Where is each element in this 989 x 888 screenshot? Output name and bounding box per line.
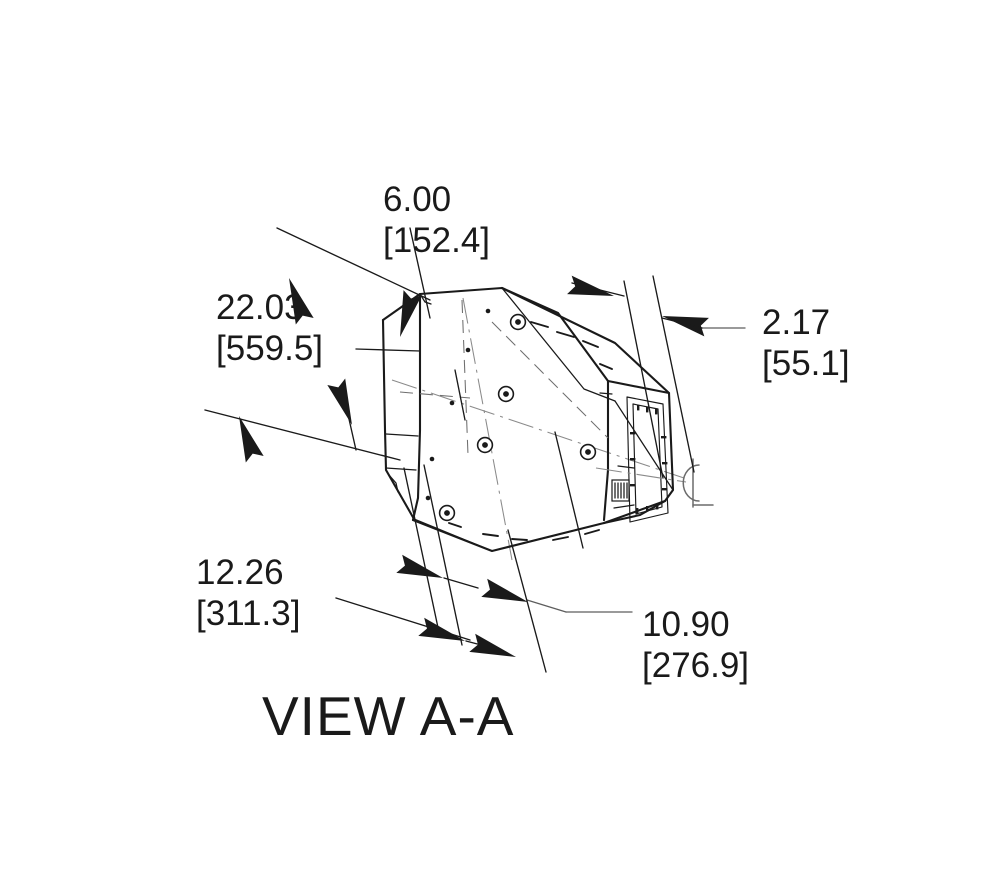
dim-mm-value: [152.4] xyxy=(383,220,491,260)
view-title: VIEW A-A xyxy=(262,685,515,747)
horizontal-centerline xyxy=(391,379,685,479)
right-end-top-notch xyxy=(599,392,613,395)
arrowhead-22-lower-right xyxy=(327,378,361,429)
dimension-label-12-26: 12.26 [311.3] xyxy=(196,553,300,635)
ext-line-bottom-a xyxy=(403,467,441,638)
panel-centerline xyxy=(595,467,687,483)
dim-inch-value: 6.00 xyxy=(383,180,452,219)
roof-slot-marks xyxy=(530,321,613,370)
dimension-2-17 xyxy=(567,275,746,479)
dimension-10-90 xyxy=(396,431,633,673)
access-panel-inner xyxy=(632,403,663,515)
screw-head xyxy=(476,436,494,454)
dim-line-22-lower xyxy=(204,409,401,461)
ext-line-2-17-b xyxy=(652,275,695,473)
dim-line-2-17-right xyxy=(661,317,703,329)
bottom-left-corner-relief xyxy=(388,474,399,493)
pilot-hole xyxy=(425,495,431,501)
connector-block xyxy=(611,479,630,502)
dimension-label-6-00: 6.00 [152.4] xyxy=(383,180,490,262)
arrowhead-10-90-a xyxy=(396,554,446,588)
screw-head xyxy=(438,504,456,522)
ext-line-bottom-d xyxy=(554,431,584,549)
dim-line-22-upper xyxy=(276,227,431,301)
arrowhead-6 xyxy=(390,290,422,340)
screw-head xyxy=(497,385,515,403)
connector-leader-upper xyxy=(617,465,635,469)
dimension-12-26 xyxy=(335,597,519,667)
dimension-label-2-17: 2.17 [55.1] xyxy=(762,303,850,385)
centerlines-group xyxy=(391,297,685,561)
left-face-outline xyxy=(381,318,416,521)
pilot-hole xyxy=(449,400,455,406)
front-face-left-edge xyxy=(411,292,422,522)
dimension-22-03 xyxy=(204,227,431,463)
front-face-right-edge xyxy=(602,379,610,522)
leader-10-90-seg1 xyxy=(526,599,567,613)
pilot-hole xyxy=(485,308,491,314)
left-face-construction xyxy=(385,433,419,471)
pilot-hole xyxy=(429,456,435,462)
dim-inch-value: 22.03 xyxy=(216,288,304,327)
dim-inch-value: 12.26 xyxy=(196,553,284,592)
arrowhead-12-26-a xyxy=(418,617,468,651)
arrowhead-2-17-left xyxy=(567,275,617,306)
centerline-symbol xyxy=(682,458,714,508)
panel-fastener-marks xyxy=(630,405,668,514)
right-end-block-outline xyxy=(602,379,675,525)
dimension-label-22-03: 22.03 [559.5] xyxy=(216,288,323,370)
arrowhead-2-17-right xyxy=(659,306,709,337)
dimension-6-00 xyxy=(355,227,466,421)
ext-line-22 xyxy=(343,396,357,451)
top-right-facet-fold xyxy=(501,287,616,402)
ext-line-bottom-c xyxy=(507,529,547,673)
dim-mm-value: [55.1] xyxy=(762,343,850,383)
dimension-label-10-90: 10.90 [276.9] xyxy=(642,605,749,687)
base-slot-marks xyxy=(448,522,600,541)
screw-head xyxy=(509,313,527,331)
arrowhead-10-90-b xyxy=(481,578,531,612)
pilot-hole xyxy=(465,347,471,353)
ext-line-6-right xyxy=(454,369,466,421)
dim-mm-value: [311.3] xyxy=(196,593,301,633)
connector-leader-lower xyxy=(613,504,635,509)
screw-head xyxy=(579,443,597,461)
dim-mm-value: [559.5] xyxy=(216,328,324,368)
dim-inch-value: 2.17 xyxy=(762,303,831,342)
dim-line-6 xyxy=(355,348,421,352)
top-right-facet-edge xyxy=(500,286,671,395)
ext-line-bottom-b xyxy=(423,464,463,646)
hidden-internal-lines xyxy=(399,299,609,456)
fastener-group xyxy=(425,308,597,522)
dim-inch-value: 10.90 xyxy=(642,605,730,644)
vertical-centerline xyxy=(462,297,513,561)
ext-line-2-17-a xyxy=(623,280,664,479)
ext-line-6-left xyxy=(409,227,431,319)
enclosure-body xyxy=(381,286,675,553)
dim-line-10-90 xyxy=(443,577,479,589)
bottom-chamfer-fold xyxy=(413,518,493,552)
dim-mm-value: [276.9] xyxy=(642,645,750,685)
right-end-fold xyxy=(614,400,674,491)
arrowhead-12-26-b xyxy=(469,633,519,667)
